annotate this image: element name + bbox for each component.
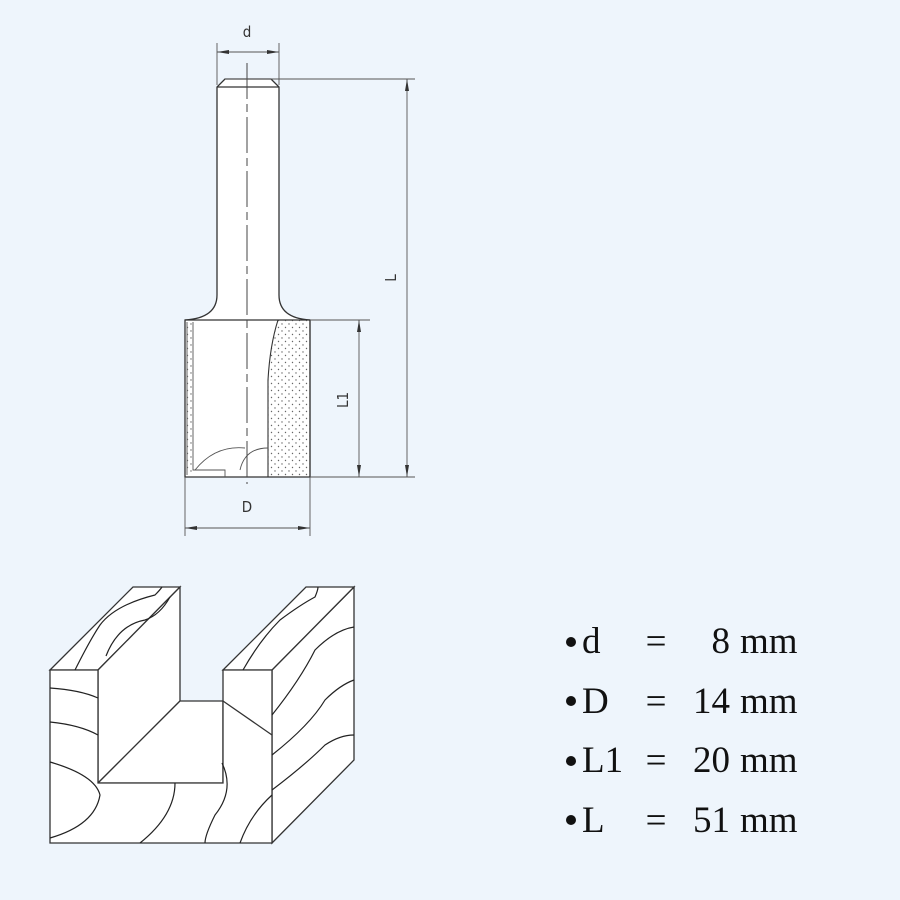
spec-value: 14 [693, 680, 730, 722]
cutting-flute [267, 319, 311, 478]
label-L: L [382, 274, 400, 282]
bullet-icon [566, 755, 576, 766]
spec-eq: = [645, 740, 667, 781]
grooved-wood-block [48, 585, 356, 845]
spec-value: 8 [711, 621, 731, 662]
bullet-icon [566, 696, 576, 707]
spec-eq: = [645, 621, 667, 662]
spec-unit: mm [740, 799, 798, 841]
spec-value: 51 [693, 799, 730, 841]
spec-key: L1 [582, 740, 624, 781]
router-bit: d L L1 D [184, 23, 415, 536]
spec-value: 20 [693, 740, 730, 781]
spec-key: d [582, 621, 601, 662]
spec-unit: mm [740, 740, 798, 781]
spec-eq: = [645, 680, 667, 722]
bullet-icon [566, 815, 576, 826]
spec-unit: mm [740, 680, 798, 722]
bullet-icon [566, 636, 576, 647]
label-L1: L1 [334, 392, 352, 408]
spec-key: D [582, 680, 609, 722]
spec-eq: = [645, 799, 667, 841]
label-D: D [242, 498, 252, 516]
spec-unit: mm [740, 621, 798, 662]
spec-key: L [582, 799, 605, 841]
label-d: d [243, 23, 252, 41]
